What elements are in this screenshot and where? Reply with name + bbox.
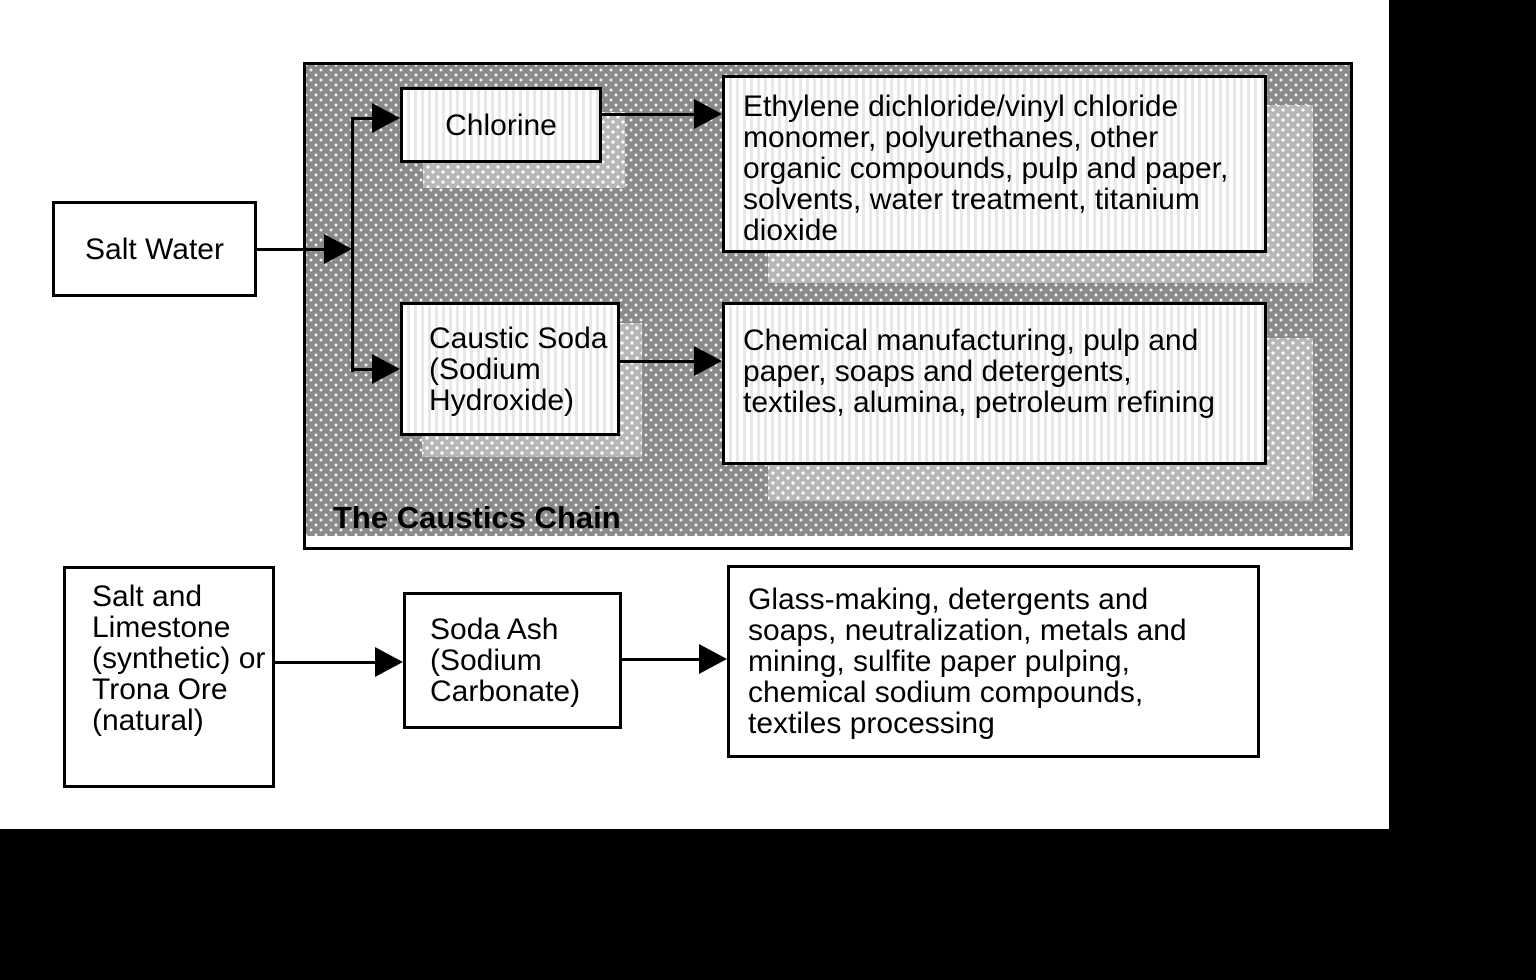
salt-water-box: Salt Water [52,201,257,297]
soda-ash-arrowhead-icon [375,647,403,677]
salt-limestone-label: Salt and Limestone (synthetic) or Trona … [92,580,266,737]
right-black-band [1389,0,1536,980]
salt-limestone-box: Salt and Limestone (synthetic) or Trona … [63,566,275,788]
saltwater-branch-line [257,248,324,251]
caustic-soda-box: Caustic Soda (Sodium Hydroxide) [400,302,620,436]
chlorine-to-uses-line [602,113,696,116]
caustic-soda-label: Caustic Soda (Sodium Hydroxide) [429,321,608,417]
caustic-uses-box: Chemical manufacturing, pulp and paper, … [722,302,1267,465]
panel-bottom-strip [306,536,1350,547]
caustic-arrowhead-icon [372,354,400,384]
panel-title: The Caustics Chain [333,500,621,535]
soda-ash-uses-label: Glass-making, detergents and soaps, neut… [748,583,1187,740]
chlorine-box: Chlorine [400,87,602,163]
saltwater-arrowhead-icon [324,234,352,264]
soda-ash-uses-arrowhead-icon [699,644,727,674]
caustic-uses-arrowhead-icon [694,346,722,376]
bottom-black-band [0,829,1536,980]
caustic-uses-label: Chemical manufacturing, pulp and paper, … [743,324,1215,419]
chlorine-uses-box: Ethylene dichloride/vinyl chloride monom… [722,75,1267,253]
chlorine-uses-arrowhead-icon [694,99,722,129]
soda-ash-label: Soda Ash (Sodium Carbonate) [430,613,581,708]
saltlime-to-sodaash-line [275,661,377,664]
caustic-to-uses-line [620,360,696,363]
chlorine-label: Chlorine [445,108,557,142]
soda-ash-uses-box: Glass-making, detergents and soaps, neut… [727,565,1260,758]
branch-to-caustic-line [352,368,374,371]
chlorine-arrowhead-icon [372,103,400,133]
chlorine-uses-label: Ethylene dichloride/vinyl chloride monom… [743,90,1229,247]
branch-to-chlorine-line [352,117,374,120]
branch-vertical-line [351,117,354,372]
salt-water-label: Salt Water [85,232,224,266]
sodaash-to-uses-line [622,658,701,661]
soda-ash-box: Soda Ash (Sodium Carbonate) [403,592,622,729]
